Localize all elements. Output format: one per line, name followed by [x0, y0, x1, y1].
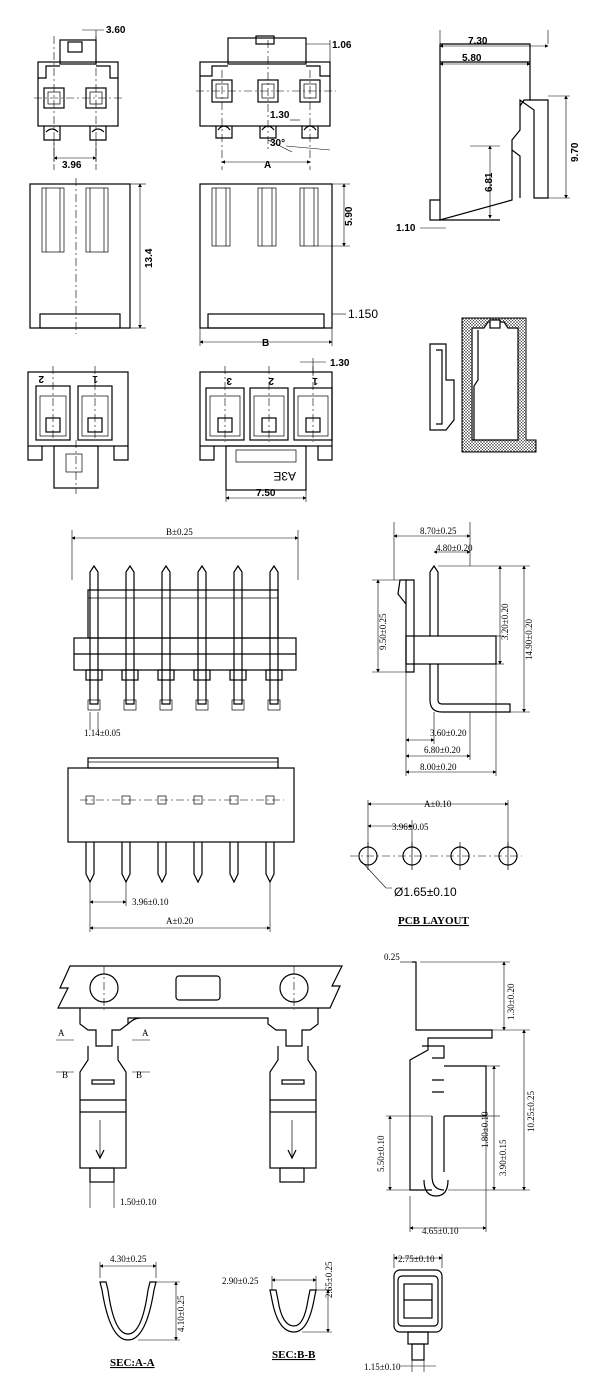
pin-header-side-view	[372, 522, 530, 776]
dim-8-70: 8.70±0.25	[420, 526, 457, 536]
dim-1-30-top: 1.30	[270, 110, 290, 121]
housing-2pin-front-view	[29, 178, 146, 334]
section-a-a	[99, 1262, 180, 1341]
pcb-dim-A: A±0.10	[424, 799, 452, 809]
section-b-b	[269, 1276, 332, 1333]
pin-1-left: 1	[92, 373, 98, 384]
end-bottom: 1.15±0.10	[364, 1362, 401, 1372]
dim-7-50: 7.50	[256, 488, 276, 499]
dim-9-70: 9.70	[570, 142, 581, 162]
dim-1-80: 1.80±0.10	[480, 1111, 490, 1148]
dim-1-50: 1.50±0.10	[120, 1197, 157, 1207]
dim-1-14: 1.14±0.05	[84, 728, 121, 738]
header-front-pins	[85, 564, 283, 711]
label-A-top: A	[264, 160, 271, 171]
dim-13-4: 13.4	[144, 248, 155, 268]
end-width: 2.75±0.10	[398, 1254, 435, 1264]
terminal-side-view	[386, 961, 530, 1232]
dim-14-90: 14.90±0.20	[524, 619, 534, 660]
dim-1-150: 1.150	[348, 307, 378, 321]
terminal-end-view	[393, 1254, 443, 1372]
pin-2-left: 2	[38, 373, 44, 384]
label-B: B	[262, 338, 269, 349]
sec-aa-width: 4.30±0.25	[110, 1254, 147, 1264]
angle-30: 30°	[270, 138, 285, 149]
sec-b-left: B	[62, 1070, 68, 1080]
pin-1: 1	[312, 375, 318, 386]
header-top-pins	[85, 795, 275, 884]
terminal-reel	[56, 965, 343, 1208]
dim-6-80: 6.80±0.20	[424, 745, 461, 755]
pin-3: 3	[226, 375, 232, 386]
sec-bb-title: SEC:B-B	[272, 1349, 316, 1361]
dim-1-06: 1.06	[332, 40, 352, 51]
dim-3-96-header: 3.96±0.10	[132, 897, 169, 907]
housing-3pin-top-view	[196, 35, 336, 170]
housing-side-view	[420, 30, 570, 229]
part-mark: A3E	[273, 469, 296, 483]
dim-3-90: 3.90±0.15	[498, 1139, 508, 1176]
housing-2pin-top-view	[34, 29, 122, 170]
housing-3pin-bottom-view	[199, 358, 333, 502]
dim-A-header: A±0.20	[166, 916, 194, 926]
pin-header-top-view	[67, 757, 295, 932]
pcb-holes	[358, 842, 518, 870]
pcb-dim-3-96: 3.96±0.05	[392, 822, 429, 832]
dim-B-header: B±0.25	[166, 527, 193, 537]
dim-8-00: 8.00±0.20	[420, 762, 457, 772]
pcb-layout-title: PCB LAYOUT	[398, 915, 469, 927]
dim-9-50: 9.50±0.25	[378, 613, 388, 650]
pin-2: 2	[268, 375, 274, 386]
sec-aa-title: SEC:A-A	[110, 1357, 155, 1369]
sec-a-left: A	[58, 1028, 65, 1038]
sec-aa-height: 4.10±0.25	[176, 1295, 186, 1332]
sec-bb-width: 2.90±0.25	[222, 1276, 259, 1286]
dim-3-96: 3.96	[62, 160, 82, 171]
pin-header-front-view	[71, 530, 299, 730]
dim-6-81: 6.81	[484, 172, 495, 192]
pcb-layout	[350, 800, 522, 889]
dim-4-80: 4.80±0.20	[436, 543, 473, 553]
housing-cross-section	[429, 317, 537, 453]
dim-1-30-terminal: 1.30±0.20	[506, 983, 516, 1020]
housing-2pin-bottom-view	[27, 366, 129, 494]
sec-a-right: A	[142, 1028, 149, 1038]
dim-3-60: 3.60	[106, 25, 126, 36]
dim-0-25: 0.25	[384, 952, 400, 962]
dim-7-30: 7.30	[468, 36, 488, 47]
sec-bb-height: 2.65±0.25	[324, 1261, 334, 1298]
dim-3-60-header: 3.60±0.20	[430, 728, 467, 738]
pcb-hole-dim: Ø1.65±0.10	[394, 885, 457, 899]
dim-4-65: 4.65±0.10	[422, 1226, 459, 1236]
dim-1-10: 1.10	[396, 223, 416, 234]
dim-5-90: 5.90	[344, 206, 355, 226]
dim-10-25: 10.25±0.25	[526, 1091, 536, 1132]
dim-3-20: 3.20±0.20	[500, 603, 510, 640]
dim-5-80: 5.80	[462, 53, 482, 64]
dim-1-30-bottom: 1.30	[330, 358, 350, 369]
housing-3pin-front-view	[199, 183, 350, 346]
sec-b-right: B	[136, 1070, 142, 1080]
dim-5-50: 5.50±0.10	[376, 1135, 386, 1172]
